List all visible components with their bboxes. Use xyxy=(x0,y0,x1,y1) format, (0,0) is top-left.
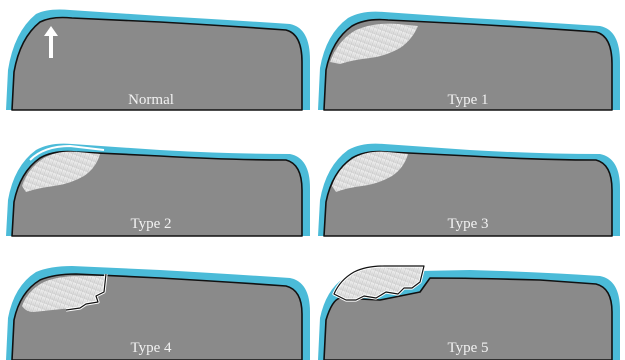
panel-type-2: Type 2 xyxy=(6,144,310,236)
panel-normal: Normal xyxy=(6,10,310,111)
panel-type-1: Type 1 xyxy=(318,12,620,110)
panel-label: Type 2 xyxy=(130,216,171,232)
panel-type-3: Type 3 xyxy=(318,144,620,236)
panel-type-5: Type 5 xyxy=(318,266,620,360)
panel-label: Type 3 xyxy=(447,216,488,232)
panel-label: Type 4 xyxy=(130,340,172,356)
panel-label: Type 5 xyxy=(447,340,488,356)
panel-type-4: Type 4 xyxy=(6,266,310,360)
panel-label: Normal xyxy=(128,92,174,108)
panel-label: Type 1 xyxy=(447,92,488,108)
